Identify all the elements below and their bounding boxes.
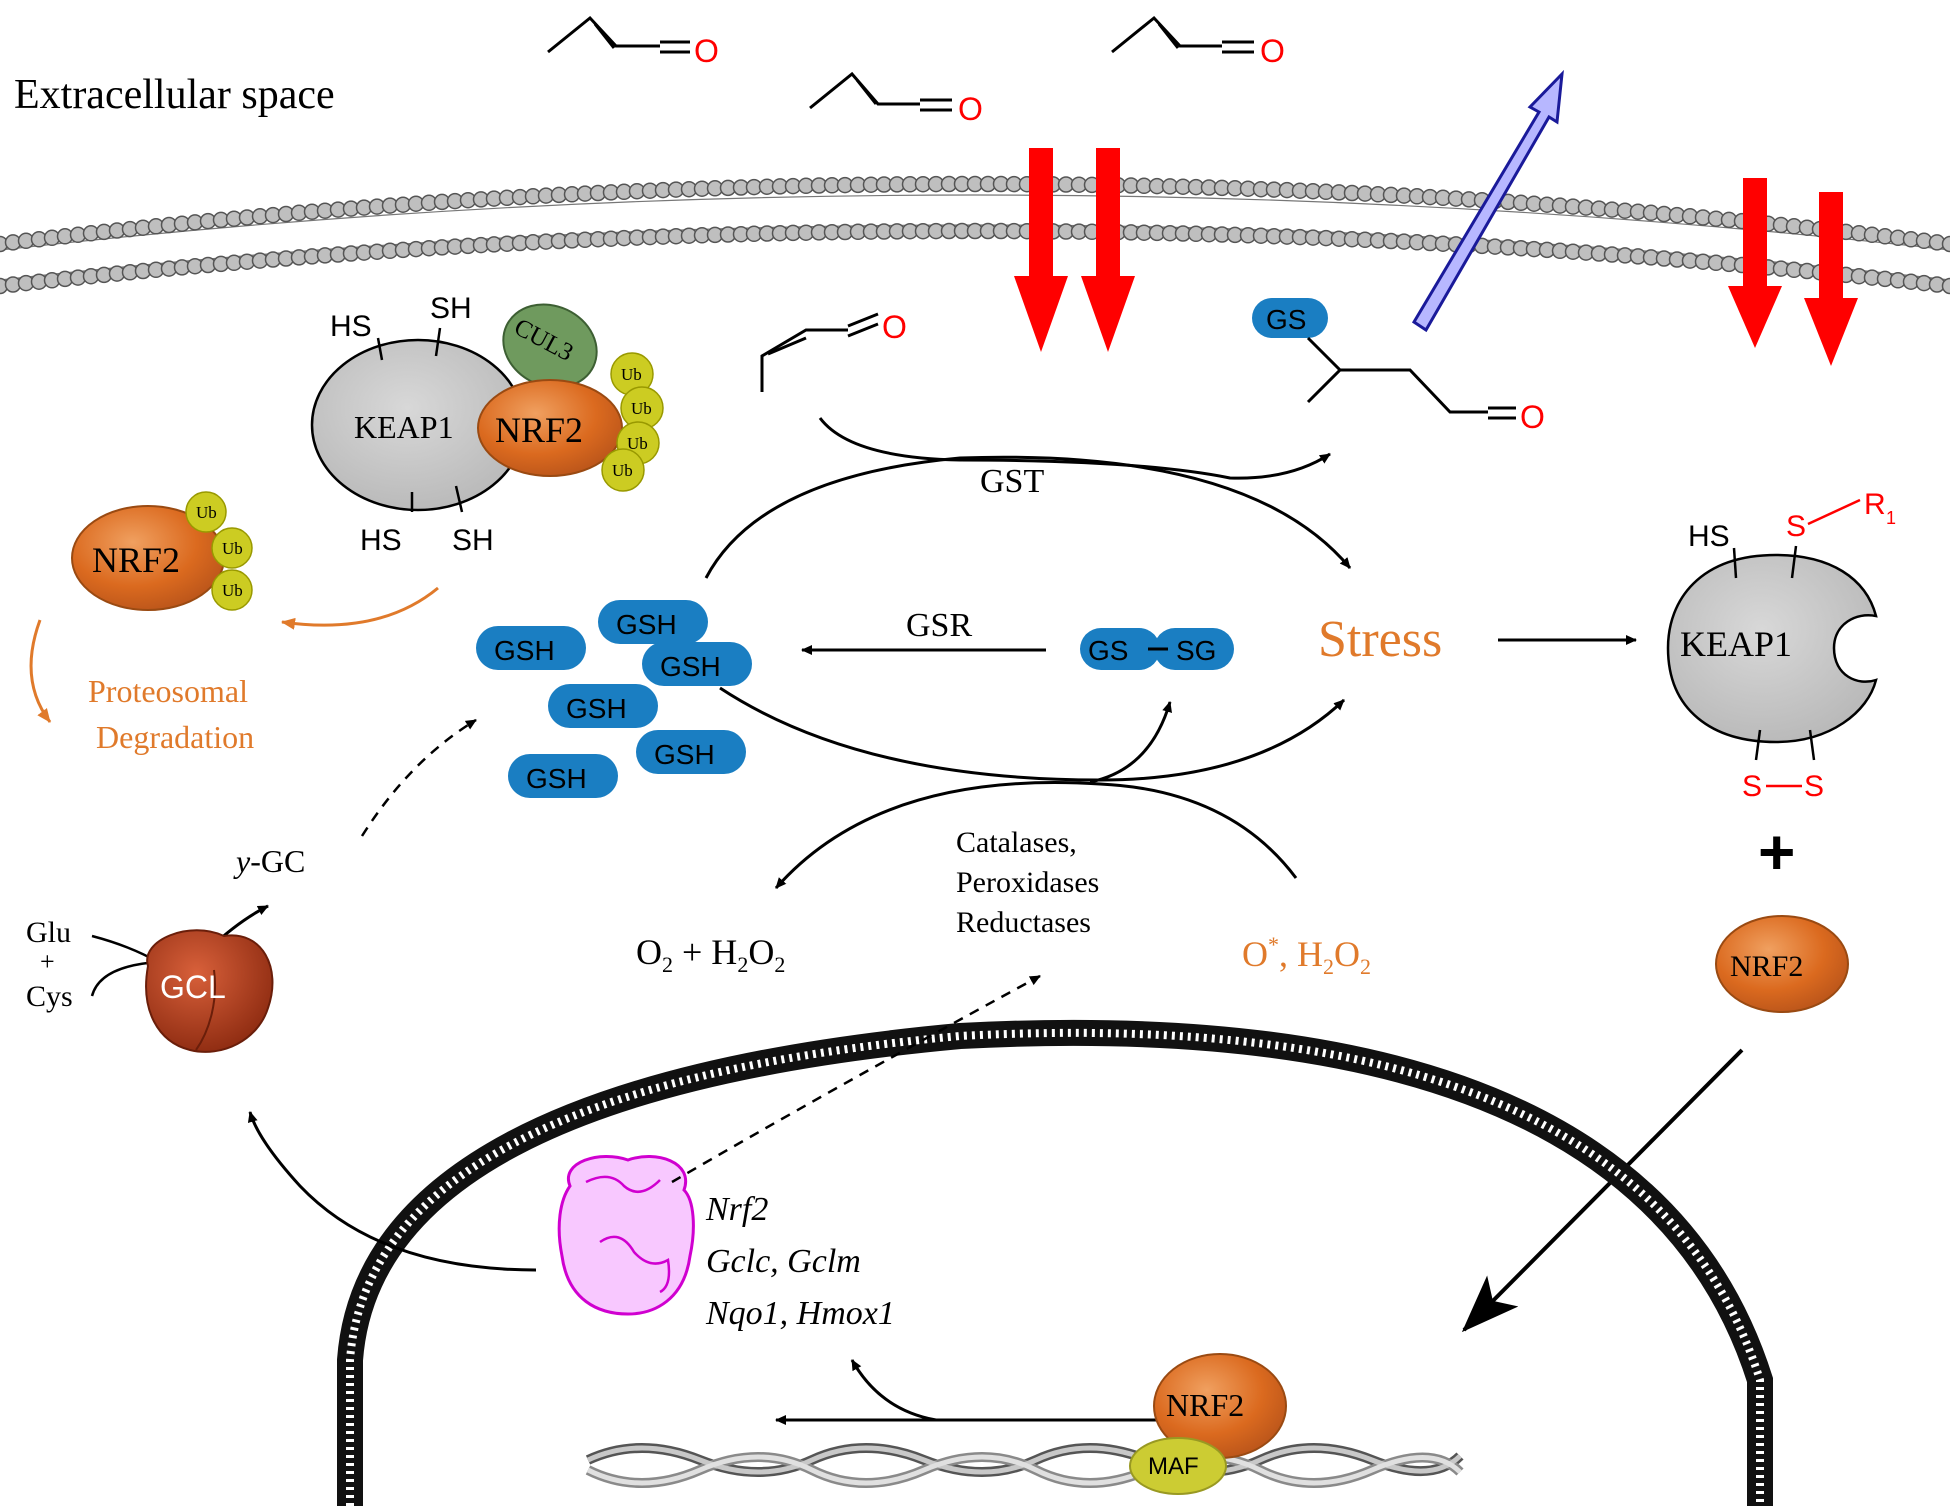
- gsh-2: GSH: [616, 609, 677, 640]
- keap1-label-modified: KEAP1: [1680, 624, 1792, 664]
- keap1-nrf2-complex: CUL3 KEAP1 NRF2 Ub Ub Ub Ub HS SH HS SH: [312, 289, 663, 557]
- degradation-label: Degradation: [96, 719, 254, 755]
- extracellular-label: Extracellular space: [14, 72, 335, 118]
- gene-gclc-gclm: Gclc, Gclm: [706, 1243, 861, 1280]
- catalases-label: Catalases,: [956, 826, 1077, 859]
- gsh-1: GSH: [494, 635, 555, 666]
- gcl-label: GCL: [160, 969, 226, 1005]
- nrf2-label-nuclear: NRF2: [1166, 1387, 1244, 1423]
- gs-adduct-o: O: [1520, 399, 1545, 435]
- aldehyde-1: [548, 18, 690, 52]
- o2-h2o2-label: O2 + H2O2: [636, 932, 785, 977]
- intracellular-aldehyde-o: O: [882, 309, 907, 345]
- hs-keap1-mod: HS: [1688, 520, 1730, 553]
- ygc-to-gsh-arrow: [362, 720, 476, 836]
- aldehyde-3: [1112, 18, 1254, 52]
- ub-4: Ub: [612, 461, 633, 480]
- gene-nqo1-hmox1: Nqo1, Hmox1: [705, 1295, 895, 1332]
- ub-2: Ub: [631, 399, 652, 418]
- r-keap1-mod: R: [1864, 488, 1886, 521]
- ygc-label: y-GC: [233, 843, 305, 879]
- dna-helix: [588, 1448, 1460, 1483]
- gsh-6: GSH: [526, 763, 587, 794]
- nuclear-envelope: [350, 1033, 1760, 1506]
- keap1-label-complex: KEAP1: [354, 409, 454, 445]
- gs-adduct: GS: [1252, 298, 1516, 418]
- gst-arrow: [820, 418, 1330, 478]
- ub-6: Ub: [222, 539, 243, 558]
- nrf2-ubiquitinated: NRF2 Ub Ub Ub: [72, 492, 252, 610]
- cys-label: Cys: [26, 980, 73, 1013]
- gsh-3: GSH: [660, 651, 721, 682]
- nuclear-translocation-arrow: [1464, 1050, 1742, 1330]
- nrf2-label-ub: NRF2: [92, 540, 180, 580]
- lipid-bilayer: [0, 177, 1950, 294]
- gsh-to-stress-lower: [720, 688, 1344, 780]
- maf-label: MAF: [1148, 1453, 1199, 1480]
- hs-bottom: HS: [360, 524, 402, 557]
- glu-label: Glu: [26, 916, 71, 949]
- reductases-label: Reductases: [956, 906, 1091, 939]
- aldehyde-2: [810, 74, 952, 110]
- gssg: GS SG: [1080, 628, 1234, 670]
- mrna-export-arrow: [852, 1360, 936, 1420]
- gcl-enzyme: GCL: [146, 930, 272, 1052]
- gsh-pool: GSH GSH GSH GSH GSH GSH: [476, 600, 752, 798]
- s-bridge-right: S: [1804, 770, 1824, 803]
- sh-top: SH: [430, 292, 472, 325]
- intracellular-aldehyde: [762, 314, 878, 392]
- degradation-arrow-1: [282, 588, 438, 625]
- ros-label: O*, H2O2: [1242, 932, 1371, 979]
- ub-7: Ub: [222, 581, 243, 600]
- s-bridge-left: S: [1742, 770, 1762, 803]
- gst-label: GST: [980, 463, 1044, 500]
- gsr-label: GSR: [906, 607, 972, 644]
- translation-to-gcl-arrow: [250, 1112, 536, 1270]
- gssg-left: GS: [1088, 635, 1128, 666]
- gs-adduct-label: GS: [1266, 304, 1306, 335]
- ub-3: Ub: [627, 434, 648, 453]
- sh-bottom: SH: [452, 524, 494, 557]
- nrf2-label-complex: NRF2: [495, 410, 583, 450]
- ub-1: Ub: [621, 365, 642, 384]
- peroxidases-label: Peroxidases: [956, 866, 1099, 899]
- glu-plus: +: [40, 947, 55, 976]
- ub-5: Ub: [196, 503, 217, 522]
- gssg-formation-arrow: [1090, 702, 1170, 782]
- gene-nrf2: Nrf2: [705, 1191, 768, 1228]
- nrf2-free: NRF2: [1716, 916, 1848, 1012]
- stress-label: Stress: [1318, 611, 1442, 668]
- plus-sign: +: [1758, 816, 1795, 888]
- proteosomal-label: Proteosomal: [88, 673, 248, 709]
- s-keap1-mod: S: [1786, 510, 1806, 543]
- aldehyde-2-o: O: [958, 91, 983, 127]
- nrf2-label-free: NRF2: [1730, 950, 1803, 983]
- gsh-5: GSH: [654, 739, 715, 770]
- gsh-4: GSH: [566, 693, 627, 724]
- r-sub: 1: [1886, 508, 1896, 528]
- aldehyde-3-o: O: [1260, 33, 1285, 69]
- aldehyde-1-o: O: [694, 33, 719, 69]
- degradation-arrow-2: [31, 620, 50, 722]
- gssg-right: SG: [1176, 635, 1216, 666]
- hs-top: HS: [330, 310, 372, 343]
- keap1-modified: KEAP1 HS S R 1 S S: [1668, 488, 1896, 803]
